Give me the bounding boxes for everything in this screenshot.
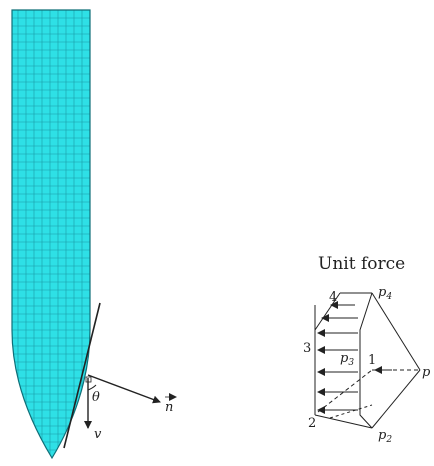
point-label-3: 3 bbox=[303, 341, 311, 356]
pressure-label-p4: p4 bbox=[378, 285, 392, 302]
theta-angle-arc bbox=[87, 384, 97, 391]
edge-right-upper bbox=[371, 292, 421, 371]
pressure-label-p: p bbox=[422, 365, 431, 380]
p3-subscript: 3 bbox=[348, 358, 354, 368]
tangent-line bbox=[63, 302, 101, 449]
edge-left-upper-slant bbox=[314, 292, 341, 331]
dashed-diagonal-line bbox=[317, 369, 373, 413]
edge-right-lower bbox=[371, 369, 421, 429]
unit-force-shape bbox=[314, 292, 421, 429]
projectile-mesh bbox=[12, 10, 90, 458]
velocity-label: v bbox=[94, 427, 102, 442]
pressure-label-p2: p2 bbox=[378, 428, 392, 445]
projectile-body bbox=[11, 9, 91, 460]
unit-force-title: Unit force bbox=[318, 254, 405, 274]
theta-label: θ bbox=[92, 390, 100, 405]
pressure-label-p3: p3 bbox=[340, 351, 354, 368]
point-label-4: 4 bbox=[329, 290, 337, 305]
point-label-2: 2 bbox=[308, 416, 316, 431]
normal-label: n bbox=[165, 400, 173, 415]
force-arrows bbox=[317, 301, 392, 414]
edge-front-face bbox=[359, 292, 373, 429]
projectile-outline bbox=[11, 9, 91, 460]
p2-subscript: 2 bbox=[385, 435, 392, 445]
edge-bottom bbox=[314, 414, 373, 429]
p4-subscript: 4 bbox=[385, 292, 392, 302]
right-angle-mark bbox=[85, 376, 92, 383]
point-label-1: 1 bbox=[368, 353, 376, 368]
normal-vector-arrow bbox=[87, 374, 161, 404]
dashed-lower-diagonal bbox=[329, 404, 373, 419]
